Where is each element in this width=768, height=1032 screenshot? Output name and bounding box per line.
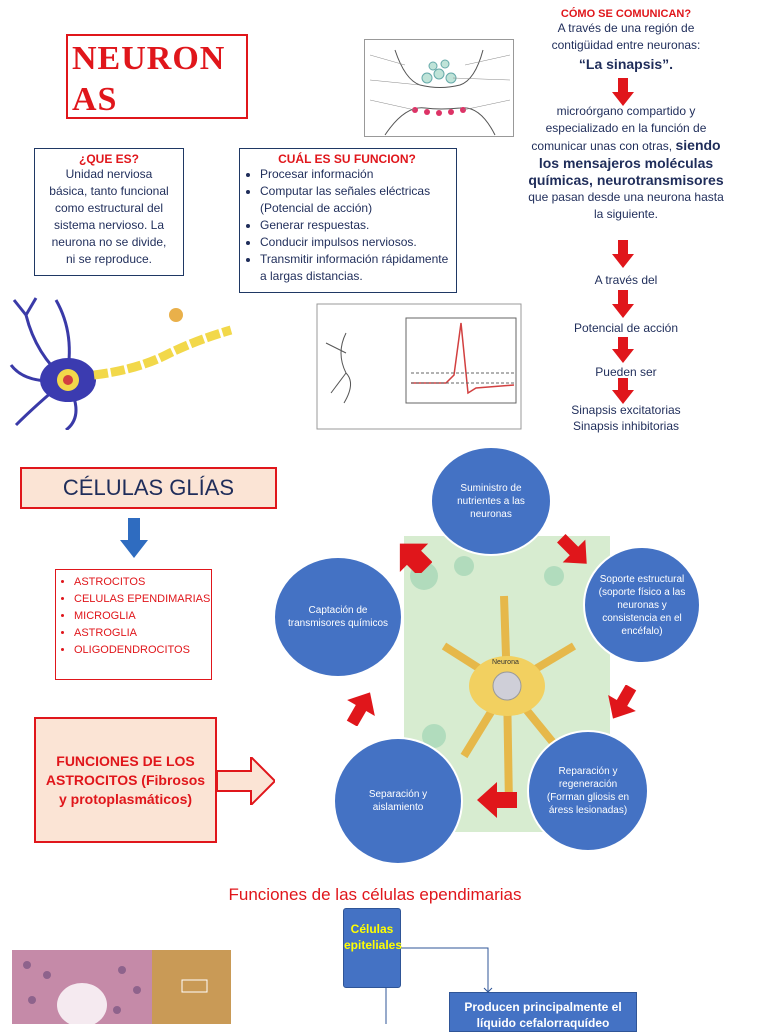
cycle-separacion: Separación y aislamiento <box>333 737 463 865</box>
arrow-icon <box>557 534 587 564</box>
arrow-icon <box>477 782 517 818</box>
action-potential-graph <box>316 303 522 430</box>
histology-image <box>12 950 231 1024</box>
cycle-captacion: Captación de transmisores químicos <box>273 556 403 678</box>
funcion-item: Procesar información <box>260 166 452 183</box>
astrocitos-box: FUNCIONES DE LOS ASTROCITOS (Fibrosos y … <box>34 717 217 843</box>
arrow-down-icon <box>612 240 634 268</box>
neurona-label: Neurona <box>492 659 519 666</box>
neuron-illustration <box>6 295 234 432</box>
glia-item: OLIGODENDROCITOS <box>74 642 211 659</box>
title-box: NEURON AS <box>66 34 248 119</box>
que-es-text: Unidad nerviosa básica, tanto funcional … <box>49 167 169 266</box>
cycle-suministro: Suministro de nutrientes a las neuronas <box>430 446 552 556</box>
synapse-diagram <box>364 39 514 137</box>
funcion-item: Transmitir información rápidamente a lar… <box>260 251 452 285</box>
arrow-icon <box>399 543 432 573</box>
sinapsis-label: “La sinapsis”. <box>578 56 674 72</box>
glia-item: CELULAS EPENDIMARIAS <box>74 591 211 608</box>
title-line2: AS <box>72 81 118 118</box>
comunican-line: contigüidad entre neuronas: <box>551 38 701 52</box>
funcion-heading: CUÁL ES SU FUNCION? <box>278 152 416 166</box>
arrow-right-icon <box>217 757 275 805</box>
funcion-item: Generar respuestas. <box>260 217 452 234</box>
cycle-soporte: Soporte estructural (soporte físico a la… <box>583 546 701 664</box>
pueden-label: Pueden ser <box>595 365 657 379</box>
que-es-box: ¿QUE ES? Unidad nerviosa básica, tanto f… <box>34 148 184 276</box>
sinapsis-inhibitorias: Sinapsis inhibitorias <box>572 419 680 433</box>
sinapsis-excitatorias: Sinapsis excitatorias <box>571 403 681 417</box>
celulas-epiteliales-box: Células epiteliales <box>343 908 402 988</box>
arrow-down-icon <box>612 78 634 106</box>
glia-item: ASTROGLIA <box>74 625 211 642</box>
potencial-label: Potencial de acción <box>573 321 679 335</box>
funcion-item: Computar las señales eléctricas (Potenci… <box>260 183 452 217</box>
glia-list: ASTROCITOS CELULAS EPENDIMARIAS MICROGLI… <box>55 569 212 680</box>
comunican-column: CÓMO SE COMUNICAN? A través de una regió… <box>505 8 747 73</box>
ependimarias-title: Funciones de las células ependimarias <box>228 885 522 904</box>
arrow-down-icon <box>120 518 148 558</box>
traves-label: A través del <box>594 273 658 287</box>
comunican-line: A través de una región de <box>557 21 695 35</box>
glia-item: MICROGLIA <box>74 608 211 625</box>
comunican-heading: CÓMO SE COMUNICAN? <box>560 8 692 20</box>
funcion-list: Procesar información Computar las señale… <box>242 166 452 285</box>
funcion-box: CUÁL ES SU FUNCION? Procesar información… <box>239 148 457 293</box>
arrow-down-icon <box>612 337 634 363</box>
que-es-heading: ¿QUE ES? <box>78 152 139 166</box>
arrow-down-icon <box>612 378 634 404</box>
arrow-icon <box>608 685 637 719</box>
funcion-item: Conducir impulsos nerviosos. <box>260 234 452 251</box>
comunican-desc: microórgano compartido y especializado e… <box>528 104 724 221</box>
cycle-reparacion: Reparación y regeneración (Forman gliosi… <box>527 730 649 852</box>
arrow-down-icon <box>612 290 634 318</box>
arrow-icon <box>346 692 375 726</box>
title-line1: NEURON <box>72 40 226 77</box>
producen-box: Producen principalmente el líquido cefal… <box>449 992 637 1032</box>
glia-item: ASTROCITOS <box>74 574 211 591</box>
glias-title: CÉLULAS GLÍAS <box>20 467 277 509</box>
